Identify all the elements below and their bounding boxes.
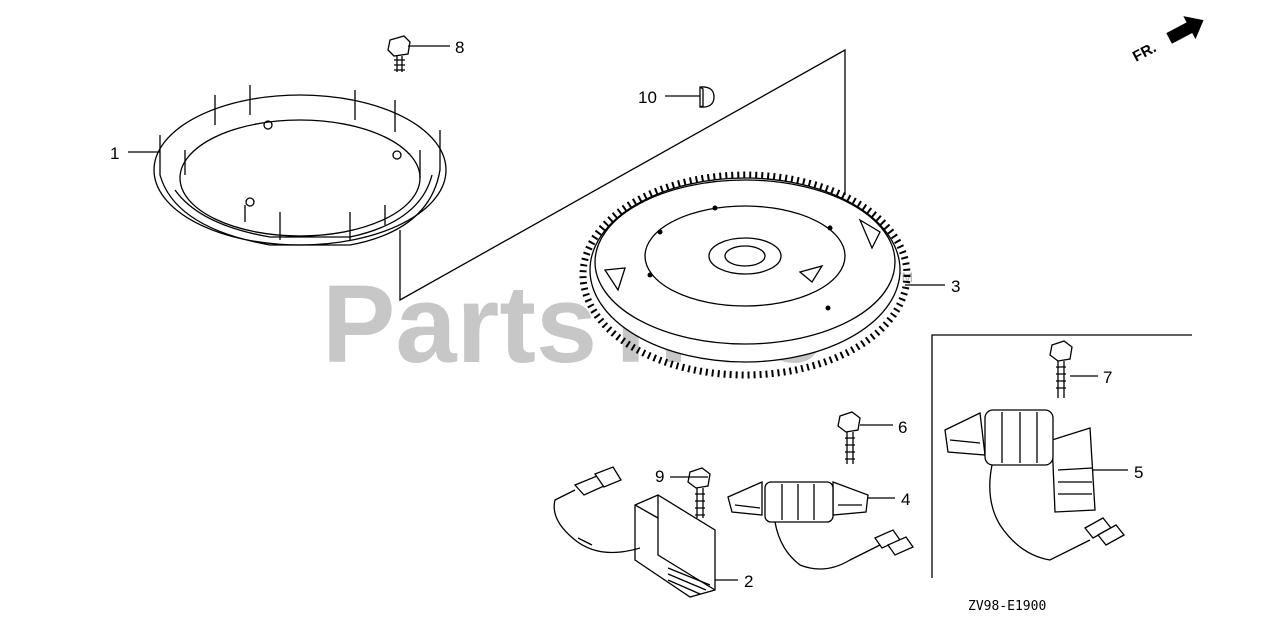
front-direction-marker: FR. [1130, 16, 1204, 66]
front-direction-label: FR. [1130, 39, 1159, 65]
arrow-icon [1166, 16, 1204, 44]
flywheel-ring-gear[interactable] [579, 171, 911, 379]
diagram-code: ZV98-E1900 [968, 599, 1046, 614]
bolt-9[interactable] [687, 467, 711, 518]
callout-3[interactable]: 3 [951, 277, 960, 296]
callout-2[interactable]: 2 [744, 572, 753, 591]
bolt-7[interactable] [1049, 340, 1073, 398]
callout-1[interactable]: 1 [110, 144, 119, 163]
callout-6[interactable]: 6 [898, 418, 907, 437]
bolt-6[interactable] [837, 411, 861, 464]
callout-8[interactable]: 8 [455, 38, 464, 57]
bolt-8[interactable] [387, 35, 411, 72]
alignment-lines [399, 48, 846, 302]
ignition-coil-module[interactable] [553, 466, 716, 598]
callout-4[interactable]: 4 [901, 490, 910, 509]
callout-numbers: 1 2 3 4 5 6 7 8 9 10 [110, 38, 1143, 591]
charge-coil-small[interactable] [727, 481, 914, 570]
callout-9[interactable]: 9 [655, 467, 664, 486]
leader-lines [128, 45, 1128, 581]
charge-coil-large[interactable] [944, 409, 1125, 561]
flywheel-cover-ring[interactable] [153, 85, 447, 246]
woodruff-key[interactable] [699, 86, 715, 108]
callout-7[interactable]: 7 [1103, 368, 1112, 387]
callout-5[interactable]: 5 [1134, 463, 1143, 482]
kit-frame [931, 334, 1192, 578]
callout-10[interactable]: 10 [638, 88, 657, 107]
